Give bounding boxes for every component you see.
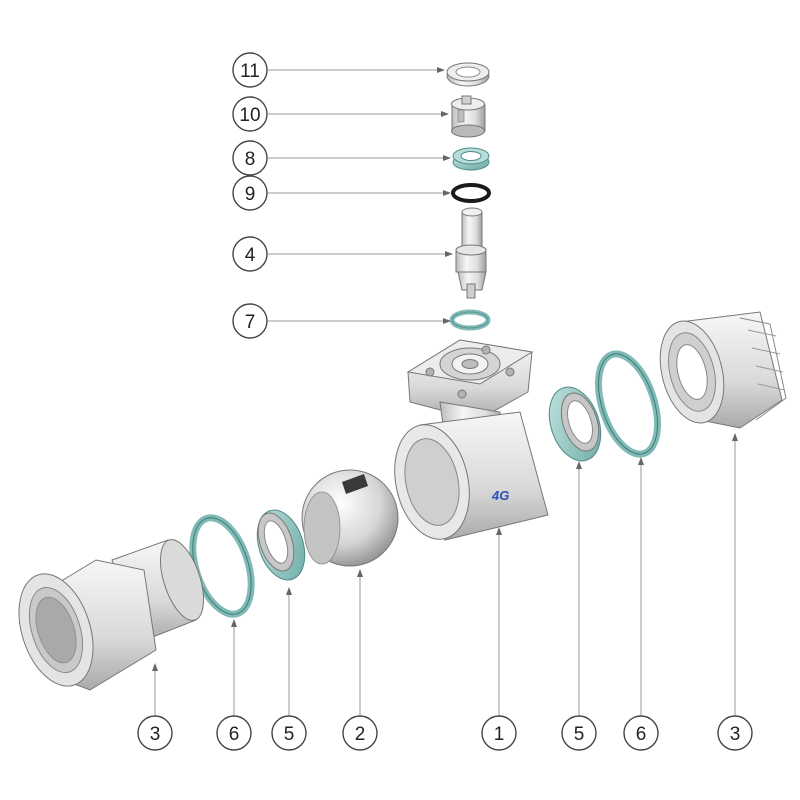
callout-6-right: 6 bbox=[623, 715, 659, 751]
part-union-right bbox=[659, 311, 787, 429]
part-stop-bush bbox=[451, 95, 486, 138]
part-valve-body: 4G bbox=[394, 339, 549, 541]
callout-6-left-label: 6 bbox=[229, 724, 240, 745]
callout-9: 9 bbox=[232, 175, 268, 211]
callout-5-left: 5 bbox=[271, 715, 307, 751]
callout-8: 8 bbox=[232, 140, 268, 176]
callout-3-right-label: 3 bbox=[730, 724, 741, 745]
callout-5-left-label: 5 bbox=[284, 724, 295, 745]
callout-3-right: 3 bbox=[717, 715, 753, 751]
callout-7-label: 7 bbox=[245, 312, 256, 333]
part-gasket-right bbox=[595, 350, 661, 458]
callout-5-right-label: 5 bbox=[574, 724, 585, 745]
callout-1: 1 bbox=[481, 715, 517, 751]
part-seat-left bbox=[256, 509, 306, 581]
callout-5-right: 5 bbox=[561, 715, 597, 751]
part-ball bbox=[301, 469, 399, 567]
callout-6-left: 6 bbox=[216, 715, 252, 751]
callout-8-label: 8 bbox=[245, 149, 256, 170]
callout-4-label: 4 bbox=[245, 245, 256, 266]
part-gland-ring bbox=[452, 147, 490, 171]
callout-9-label: 9 bbox=[245, 184, 256, 205]
callout-6-right-label: 6 bbox=[636, 724, 647, 745]
callout-2: 2 bbox=[342, 715, 378, 751]
callout-11: 11 bbox=[232, 52, 268, 88]
leader-lines bbox=[152, 67, 738, 716]
callout-3-left-label: 3 bbox=[150, 724, 161, 745]
callout-1-label: 1 bbox=[494, 724, 505, 745]
callout-11-label: 11 bbox=[240, 61, 260, 82]
callout-2-label: 2 bbox=[355, 724, 366, 745]
callout-4: 4 bbox=[232, 236, 268, 272]
callout-10-label: 10 bbox=[239, 105, 260, 126]
part-union-left bbox=[18, 539, 204, 691]
part-stem bbox=[455, 207, 487, 299]
part-seat-right bbox=[548, 386, 602, 462]
callout-10: 10 bbox=[232, 96, 268, 132]
callout-7: 7 bbox=[232, 303, 268, 339]
body-brand-marking: 4G bbox=[491, 488, 509, 503]
part-nut-ring bbox=[446, 62, 490, 87]
callout-3-left: 3 bbox=[137, 715, 173, 751]
part-thrust-washer bbox=[449, 309, 491, 331]
part-stem-o-ring bbox=[451, 183, 491, 203]
